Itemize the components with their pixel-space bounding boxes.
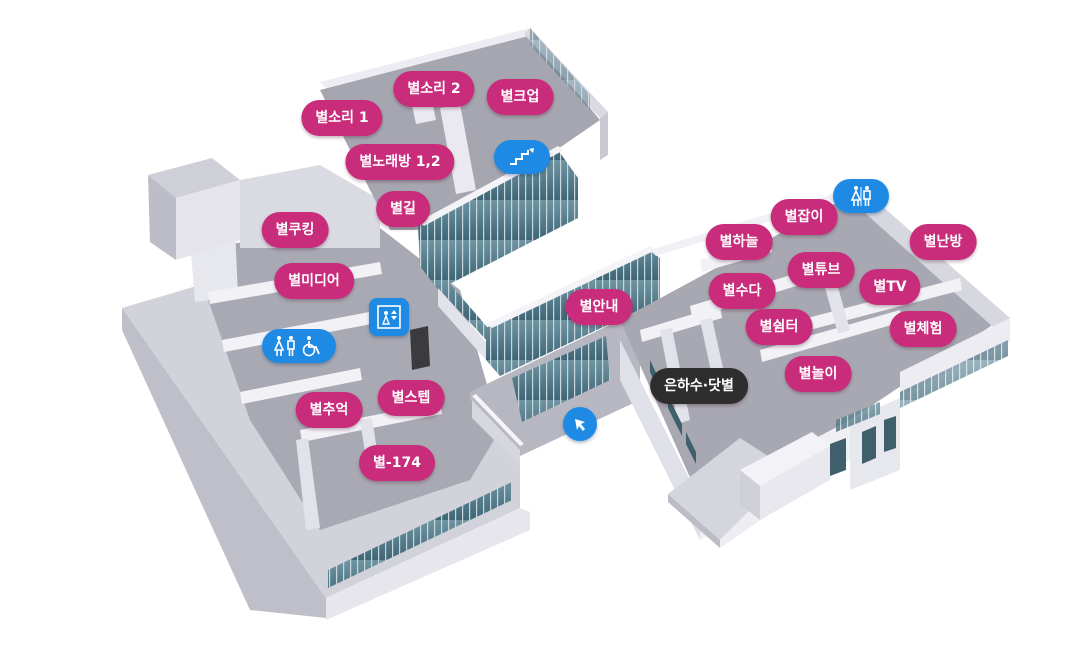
- room-label-byeolchueok[interactable]: 별추억: [295, 392, 363, 428]
- room-label-byeolannae[interactable]: 별안내: [565, 289, 633, 325]
- room-label-byeolsuda[interactable]: 별수다: [708, 273, 776, 309]
- west-wing-front-wall: [326, 508, 530, 620]
- courtyard-west-wall: [438, 288, 486, 360]
- room-label-byeolswimteo[interactable]: 별쉼터: [745, 309, 813, 345]
- room-label-byeoljabi[interactable]: 별잡이: [770, 199, 838, 235]
- room-label-byeoltv[interactable]: 별TV: [859, 269, 921, 305]
- room-label-eunhasu-datbyeol[interactable]: 은하수·닷별: [650, 368, 748, 404]
- room-label-byeolnanbang[interactable]: 별난방: [909, 224, 977, 260]
- room-label-byeolsori-2[interactable]: 별소리 2: [393, 71, 475, 107]
- east-wing-east-wall: [866, 192, 1010, 342]
- room-label-byeolkooking[interactable]: 별쿠킹: [261, 212, 329, 248]
- room-label-byeolgil[interactable]: 별길: [376, 191, 430, 227]
- restroom-icon[interactable]: [833, 179, 889, 213]
- room-label-byeolnoraebang[interactable]: 별노래방 1,2: [345, 144, 455, 180]
- room-label-byeol-174[interactable]: 별-174: [359, 445, 435, 481]
- room-label-byeolhaneul[interactable]: 별하늘: [705, 224, 773, 260]
- elevator-icon[interactable]: [369, 298, 409, 336]
- room-label-byeolkeup[interactable]: 별크업: [486, 79, 554, 115]
- north-building-east-wall: [600, 112, 608, 160]
- west-wing-side-wall: [122, 308, 326, 618]
- west-wing-glass: [328, 482, 512, 588]
- stairs-icon[interactable]: [494, 140, 550, 174]
- entrance-glass: [512, 336, 610, 422]
- glass-corridor-north: [418, 150, 578, 290]
- room-label-byeolsori-1[interactable]: 별소리 1: [301, 100, 383, 136]
- entrance-arrow-icon[interactable]: [563, 407, 597, 441]
- room-label-byeoltyubeu[interactable]: 별튜브: [787, 252, 855, 288]
- room-label-byeolnori[interactable]: 별놀이: [784, 356, 852, 392]
- northwest-block-top: [148, 158, 240, 198]
- restroom-accessible-icon[interactable]: [262, 329, 336, 363]
- room-label-byeolmidieo[interactable]: 별미디어: [274, 263, 354, 299]
- room-label-byeolcheheom[interactable]: 별체험: [889, 311, 957, 347]
- room-label-byeolstep[interactable]: 별스텝: [377, 380, 445, 416]
